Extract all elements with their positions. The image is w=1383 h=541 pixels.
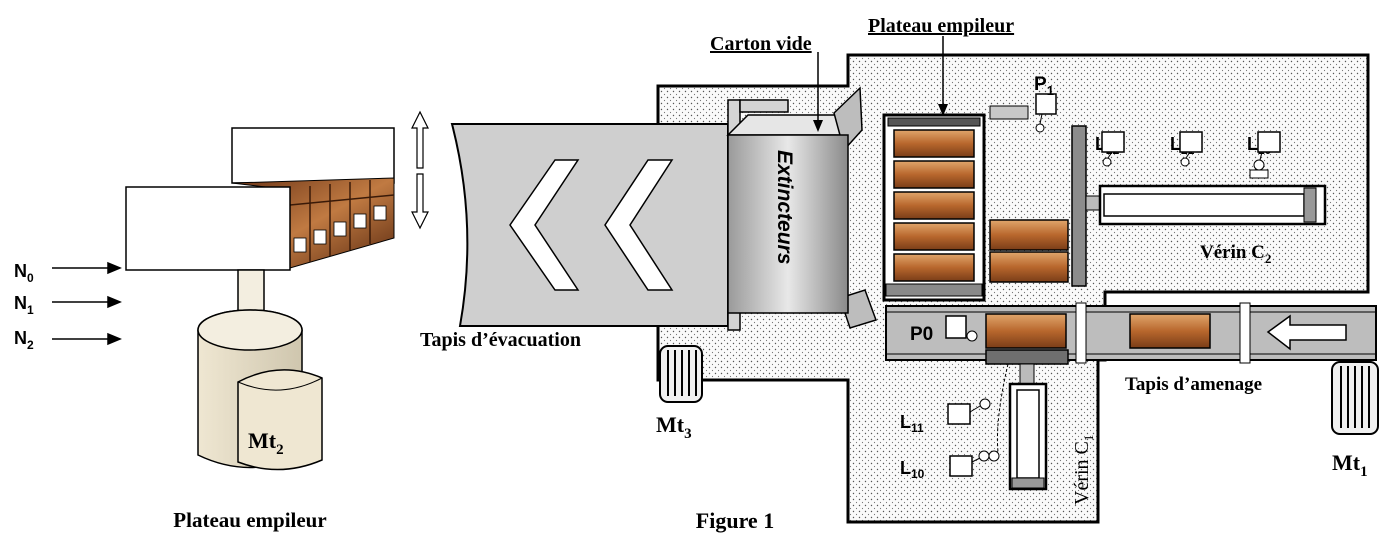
empty-carton-label: Carton vide [710, 33, 812, 55]
sensor-p0-label: P0 [910, 324, 933, 345]
sensor-l10: L10 [900, 450, 1000, 481]
feed-belt-label: Tapis d’amenage [1125, 374, 1262, 395]
figure-caption: Figure 1 [696, 508, 774, 533]
motor-mt1-label: Mt1 [1332, 450, 1368, 480]
cylinder-c1-label: Vérin C1 [1071, 435, 1096, 505]
transfer-box [989, 219, 1069, 251]
arrow-left-icon [1266, 314, 1347, 351]
stacked-box [893, 222, 975, 251]
sensor-l20: L20 [1247, 131, 1281, 179]
arrow-down-icon [813, 120, 823, 132]
carton-text: Extincteurs [773, 150, 796, 264]
shelf-items [293, 205, 387, 253]
stacker-frame [882, 113, 986, 302]
stacked-box [893, 191, 975, 220]
belt-box [1129, 313, 1211, 349]
stacked-box [893, 160, 975, 189]
level-n0-label: N0 [14, 261, 34, 285]
cylinder-c2 [1071, 125, 1327, 287]
evacuation-belt-label: Tapis d’évacuation [420, 329, 581, 351]
level-n2-label: N2 [14, 328, 34, 352]
belt-box [985, 313, 1067, 349]
level-n1-label: N1 [14, 293, 34, 317]
carton: Extincteurs [726, 86, 877, 329]
motor-mt1-icon [1331, 361, 1379, 435]
sensor-l10-icon [949, 455, 973, 477]
evacuation-belt [450, 123, 729, 327]
stacked-box [893, 129, 975, 158]
machine: Tapis d’évacuation Extincteurs Carton vi… [420, 15, 1379, 533]
feed-belt [885, 302, 1377, 364]
cylinder-c1 [985, 349, 1069, 491]
motor-mt3-icon [659, 345, 703, 403]
sensor-l10-label: L10 [900, 458, 925, 481]
sensor-l11-icon [947, 403, 971, 425]
sensor-l21: L21 [1170, 131, 1203, 167]
motor-mt2-icon [197, 309, 323, 471]
level-arrows-icon [52, 261, 122, 346]
lower-plate [125, 186, 291, 271]
sensor-p1-target [989, 105, 1029, 120]
cylinder-c2-label: Vérin C2 [1200, 242, 1271, 266]
sensor-l11-label: L11 [900, 412, 924, 435]
transfer-box [989, 251, 1069, 283]
sensor-p0-icon [945, 315, 967, 339]
up-down-arrows-icon [411, 110, 429, 230]
c1-sensor-link [996, 363, 1009, 453]
sensor-p1-icon [1035, 93, 1057, 115]
sensor-l22-icon [1101, 131, 1125, 153]
stacker-tray-label: Plateau empileur [868, 15, 1014, 37]
shelf-dividers [289, 180, 395, 262]
sensor-l21-icon [1179, 131, 1203, 153]
motor-mt3-label: Mt3 [656, 412, 692, 442]
motor-mt2-label: Mt2 [248, 428, 284, 458]
sensor-l20-icon [1257, 131, 1281, 153]
carton-guide-top [739, 99, 789, 113]
level-labels: N0 N1 N2 [14, 261, 122, 352]
sensor-l11: L11 [900, 398, 991, 435]
arrow-down-icon [938, 104, 948, 116]
stacked-box [893, 253, 975, 282]
sensor-l22: L22 [1095, 131, 1125, 167]
chevron-left-icon [604, 159, 674, 291]
sensor-p1-label: P1 [1034, 74, 1054, 98]
upper-plate [231, 127, 395, 184]
stacker-detail: Mt2 N0 N1 N2 Plateau empileur [14, 110, 429, 532]
chevron-left-icon [509, 159, 580, 291]
left-caption: Plateau empileur [173, 508, 326, 532]
